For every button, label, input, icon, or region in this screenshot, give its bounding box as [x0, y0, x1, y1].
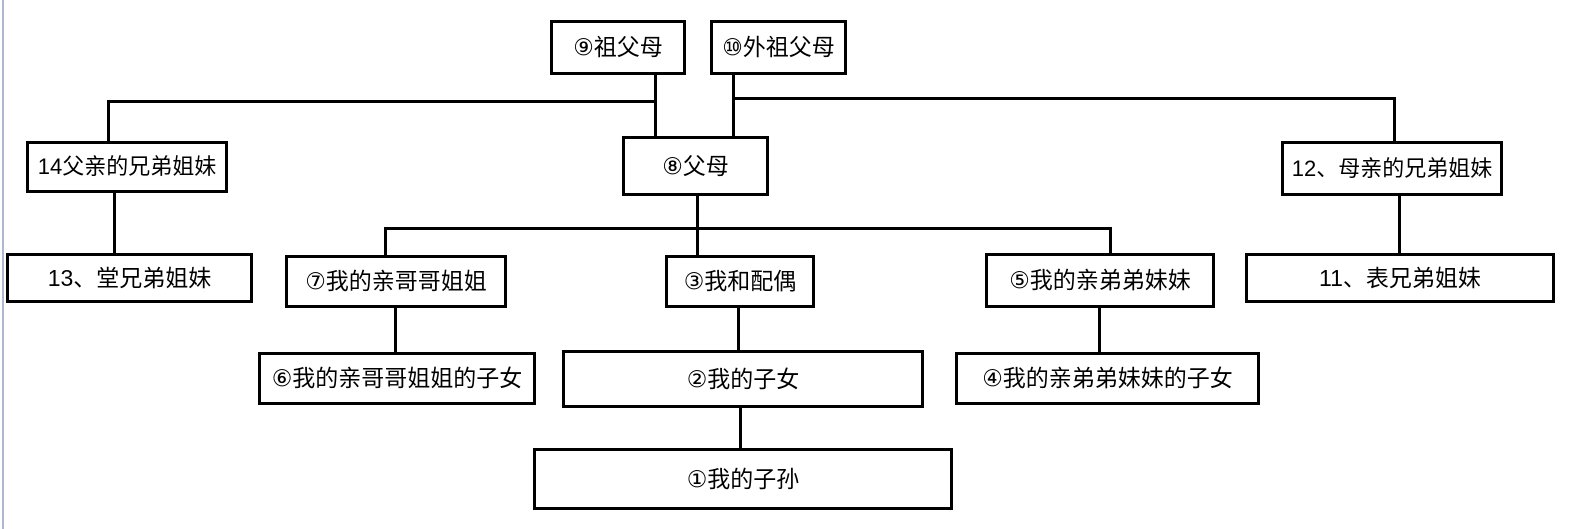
- node-me-and-spouse: ③我和配偶: [665, 255, 815, 308]
- connector-drop-to-mother-siblings: [1393, 97, 1396, 143]
- node-maternal-cousins: 11、表兄弟姐妹: [1245, 253, 1555, 303]
- node-parents: ⑧父母: [622, 136, 769, 196]
- window-left-edge-line: [2, 0, 4, 529]
- connector-children-to-descendants: [739, 407, 742, 449]
- connector-elder-siblings-to-their-children: [394, 307, 397, 353]
- connector-branch-to-elder-siblings: [384, 227, 387, 256]
- connector-horizontal-to-father-siblings: [107, 100, 657, 103]
- node-fathers-siblings: 14父亲的兄弟姐妹: [26, 141, 228, 193]
- connector-parents-to-me: [696, 195, 699, 256]
- connector-me-to-my-children: [737, 307, 740, 351]
- node-my-children: ②我的子女: [562, 350, 924, 408]
- connector-grandparents-paternal-to-parents: [654, 75, 657, 138]
- connector-younger-siblings-to-their-children: [1098, 307, 1101, 353]
- node-younger-siblings-children: ④我的亲弟弟妹妹的子女: [955, 352, 1260, 405]
- node-paternal-grandparents: ⑨祖父母: [550, 20, 686, 75]
- connector-drop-to-father-siblings: [107, 100, 110, 143]
- node-mothers-siblings: 12、母亲的兄弟姐妹: [1281, 141, 1503, 196]
- node-maternal-grandparents: ⑩外祖父母: [710, 20, 847, 75]
- connector-mother-siblings-to-maternal-cousins: [1398, 195, 1401, 254]
- connector-branch-to-younger-siblings: [1109, 227, 1112, 254]
- connector-horizontal-to-mother-siblings: [732, 97, 1396, 100]
- node-paternal-cousins: 13、堂兄弟姐妹: [6, 253, 253, 303]
- node-elder-siblings-children: ⑥我的亲哥哥姐姐的子女: [258, 352, 536, 405]
- node-my-younger-siblings: ⑤我的亲弟弟妹妹: [985, 253, 1215, 308]
- node-my-elder-siblings: ⑦我的亲哥哥姐姐: [285, 255, 507, 308]
- connector-grandparents-maternal-to-parents: [732, 75, 735, 138]
- connector-father-siblings-to-paternal-cousins: [113, 192, 116, 254]
- connector-siblings-branch-bar: [384, 227, 1112, 230]
- node-my-descendants: ①我的子孙: [533, 448, 953, 510]
